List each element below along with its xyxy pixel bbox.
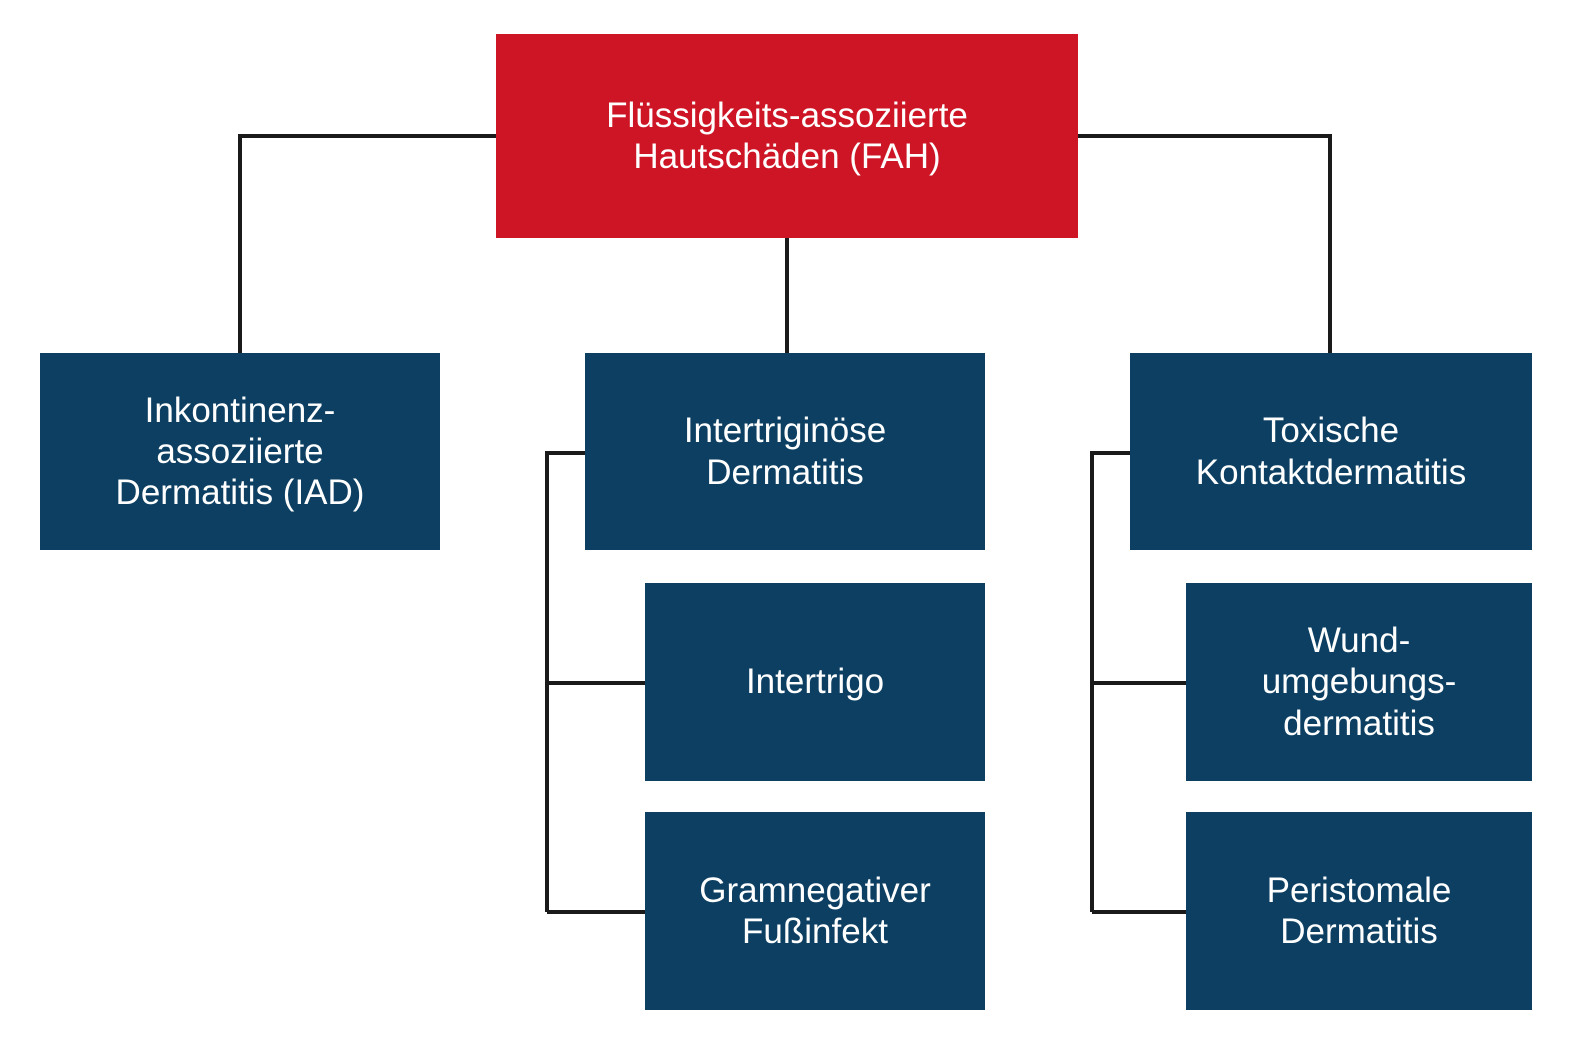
- node-label: Toxische Kontaktdermatitis: [1195, 411, 1467, 492]
- node-toxische-kontaktdermatitis[interactable]: Toxische Kontaktdermatitis: [1130, 353, 1532, 550]
- node-label: Intertrigo: [745, 662, 885, 702]
- node-intertrigo[interactable]: Intertrigo: [645, 583, 985, 781]
- node-intertriginoese-dermatitis[interactable]: Intertriginöse Dermatitis: [585, 353, 985, 550]
- node-label: Inkontinenz- assoziierte Dermatitis (IAD…: [115, 390, 365, 513]
- node-wundumgebungsdermatitis[interactable]: Wund- umgebungs- dermatitis: [1186, 583, 1532, 781]
- node-label: Peristomale Dermatitis: [1266, 870, 1452, 951]
- node-label: Intertriginöse Dermatitis: [683, 411, 887, 492]
- edge-root-to-iad: [238, 134, 496, 353]
- node-gramnegativer-fussinfekt[interactable]: Gramnegativer Fußinfekt: [645, 812, 985, 1010]
- edge-bracket-right: [1090, 451, 1130, 912]
- node-inkontinenz-assoziierte-dermatitis[interactable]: Inkontinenz- assoziierte Dermatitis (IAD…: [40, 353, 440, 550]
- node-fluessigkeits-assoziierte-hautschaeden[interactable]: Flüssigkeits-assoziierte Hautschäden (FA…: [496, 34, 1078, 238]
- node-label: Flüssigkeits-assoziierte Hautschäden (FA…: [606, 95, 968, 176]
- edge-root-to-toxische: [1078, 134, 1332, 353]
- node-label: Wund- umgebungs- dermatitis: [1261, 621, 1457, 743]
- node-peristomale-dermatitis[interactable]: Peristomale Dermatitis: [1186, 812, 1532, 1010]
- node-label: Gramnegativer Fußinfekt: [699, 870, 931, 951]
- edge-bracket-middle: [545, 451, 585, 912]
